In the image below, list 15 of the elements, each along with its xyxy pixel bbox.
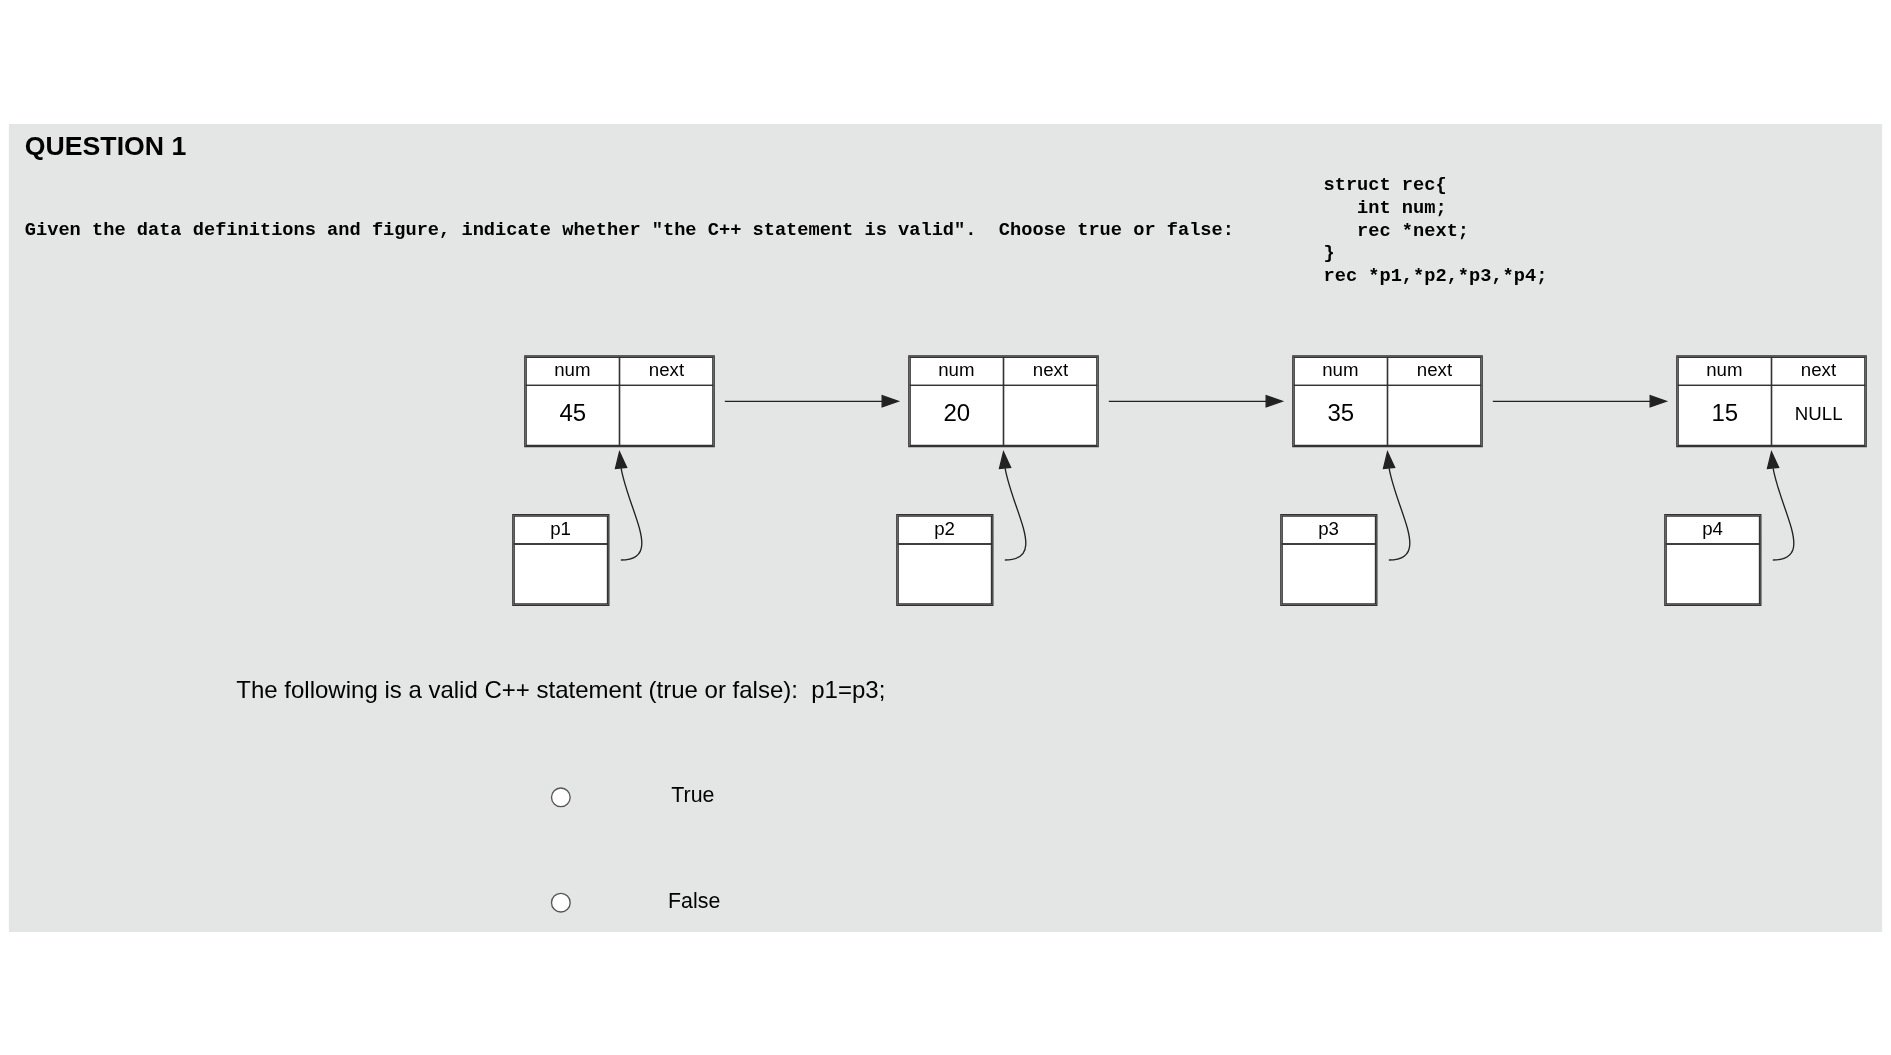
label: The following is a valid C++ statement (true or false): p1=p3;	[236, 675, 886, 703]
arrow	[614, 449, 643, 561]
arrow	[1108, 394, 1285, 408]
label: rec *p1,*p2,*p3,*p4;	[1323, 264, 1548, 287]
arrow	[1492, 394, 1669, 408]
label: rec *next;	[1357, 219, 1470, 242]
label: True	[671, 782, 715, 807]
label: int num;	[1357, 196, 1447, 219]
diagram-title: QUESTION 1	[24, 130, 187, 161]
label: False	[668, 888, 721, 913]
label: struct rec{	[1323, 173, 1447, 196]
label: }	[1323, 241, 1335, 264]
label: Given the data definitions and figure, indicate whether "the C++ statement is valid". Choose true or false:	[24, 218, 1234, 241]
arrow	[1382, 449, 1411, 561]
arrow	[724, 394, 901, 408]
